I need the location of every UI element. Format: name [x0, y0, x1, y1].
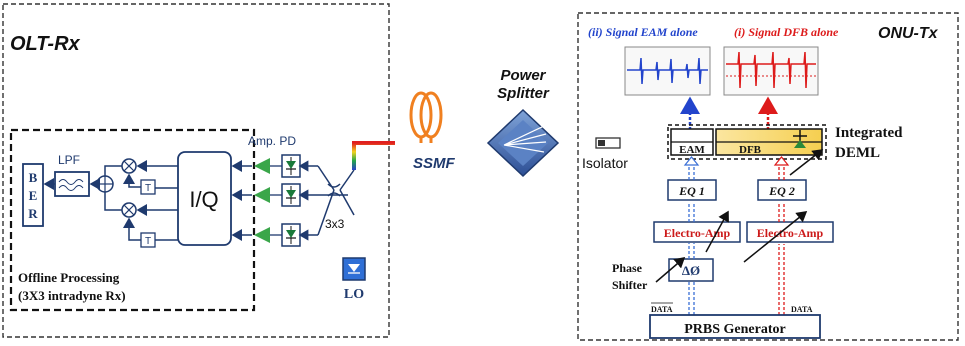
ber-block [22, 163, 44, 227]
eam-signal-trace [627, 57, 708, 85]
isolator-label: Isolator [582, 155, 628, 171]
eq1-block [667, 179, 717, 201]
coupler-label: 3x3 [325, 217, 345, 231]
ber-letter-e: E [29, 188, 38, 203]
offline-processing-line2: (3X3 intradyne Rx) [18, 288, 126, 303]
amp-triangle-1 [254, 158, 270, 174]
iq-block [177, 151, 232, 246]
photodiode-3 [281, 223, 301, 247]
electro-amp-2 [746, 221, 834, 243]
onu-tx-frame [577, 12, 959, 341]
eq2-block [757, 179, 807, 201]
eam-signal-panel [624, 46, 711, 96]
ber-letter-r: R [28, 206, 38, 221]
phase-shifter-label-line1: Phase [612, 261, 643, 275]
splitter-label-line2: Splitter [497, 85, 550, 102]
olt-rx-title: OLT-Rx [10, 33, 81, 55]
offline-processing-box [9, 128, 256, 312]
ssmf-label: SSMF [413, 155, 456, 172]
eq2-label: EQ 2 [768, 184, 795, 198]
integrated-label-line1: Integrated [835, 125, 903, 141]
dfb-signal-trace [726, 51, 816, 89]
signal-eam-label: (ii) Signal EAM alone [588, 25, 698, 39]
amp-triangle-3 [254, 227, 270, 243]
signal-fiber-olt [352, 141, 395, 170]
eam-label: EAM [679, 144, 705, 156]
data-label: DATA [791, 305, 813, 314]
olt-rx-frame [2, 3, 390, 338]
iq-label: I/Q [189, 187, 218, 212]
dfb-drive-path [773, 156, 790, 315]
photodiode-2 [281, 183, 301, 207]
photodiode-1 [281, 154, 301, 178]
coupler-3x3 [317, 165, 355, 236]
electro-amp-2-label: Electro-Amp [757, 226, 824, 240]
power-splitter-icon [486, 108, 560, 178]
electro-amp-1 [653, 221, 741, 243]
lo-label: LO [344, 287, 364, 302]
prbs-generator-block [649, 314, 821, 339]
splitter-label-line1: Power [500, 67, 546, 84]
signal-dfb-label: (i) Signal DFB alone [734, 25, 839, 39]
onu-tx-title: ONU-Tx [878, 25, 939, 42]
laser-diode-icon [793, 130, 807, 148]
data-bar-label: DATA [651, 305, 673, 314]
amp-triangle-2 [254, 187, 270, 203]
lpf-label: LPF [58, 153, 80, 167]
prbs-generator-label: PRBS Generator [684, 322, 785, 337]
eq1-label: EQ 1 [678, 184, 705, 198]
phase-shifter-label-line2: Shifter [612, 278, 648, 292]
delay-t-lower-label: T [145, 236, 151, 247]
ber-letter-b: B [29, 170, 38, 185]
phase-shifter-symbol: ΔØ [682, 263, 700, 278]
electro-amp-1-label: Electro-Amp [664, 226, 731, 240]
amp-pd-label: Amp. PD [248, 134, 296, 148]
integrated-deml-box [667, 124, 827, 160]
ssmf-fiber-spool-icon [409, 91, 443, 143]
offline-processing-line1: Offline Processing [18, 270, 120, 285]
lpf-wave-icon [58, 179, 84, 191]
integrated-label-line2: DEML [835, 145, 880, 161]
delay-t-upper-label: T [145, 183, 151, 194]
dfb-label: DFB [739, 144, 762, 156]
eam-drive-path [683, 156, 700, 315]
